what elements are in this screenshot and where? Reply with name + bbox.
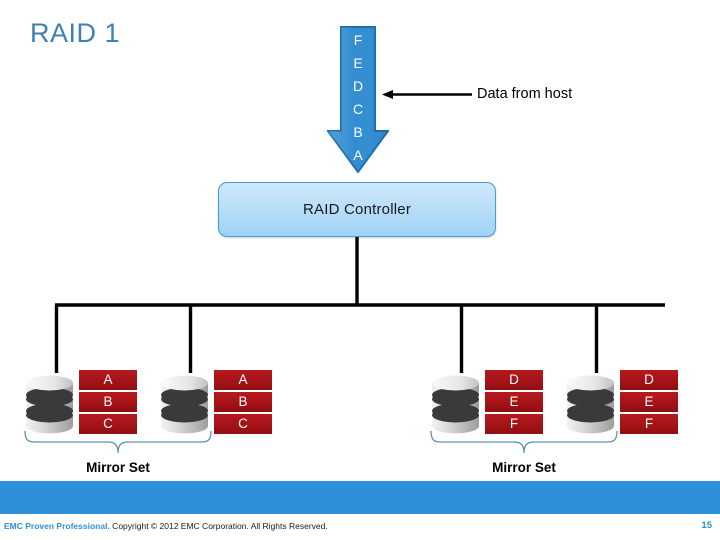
disk-cylinder-icon — [567, 375, 614, 434]
disk-1-blocks: A B C — [79, 370, 137, 434]
disk-3: D E F — [428, 370, 543, 440]
data-block: F — [485, 414, 543, 434]
mirror-set-right-brace-icon — [430, 430, 618, 454]
data-stream-arrow: F E D C B A — [327, 26, 389, 173]
data-block: A — [214, 370, 272, 390]
data-block: C — [214, 414, 272, 434]
page-title: RAID 1 — [30, 18, 121, 48]
data-block: F — [620, 414, 678, 434]
data-block: B — [79, 392, 137, 412]
raid-controller-box: RAID Controller — [218, 182, 496, 237]
disk-4-blocks: D E F — [620, 370, 678, 434]
page-number: 15 — [701, 520, 712, 531]
disk-3-blocks: D E F — [485, 370, 543, 434]
data-block: A — [79, 370, 137, 390]
disk-cylinder-icon — [161, 375, 208, 434]
callout-arrow-icon — [382, 90, 472, 99]
disk-cylinder-icon — [26, 375, 73, 434]
data-block: D — [485, 370, 543, 390]
disk-2: A B C — [157, 370, 272, 440]
data-block: B — [214, 392, 272, 412]
disk-1: A B C — [22, 370, 137, 440]
down-arrow-icon — [327, 26, 389, 173]
connector-tree — [54, 237, 665, 373]
data-block: C — [79, 414, 137, 434]
data-block: E — [620, 392, 678, 412]
footer-band — [0, 481, 720, 514]
mirror-set-left-label: Mirror Set — [86, 460, 150, 475]
mirror-set-left-brace-icon — [24, 430, 212, 454]
footer-copyright-text: Copyright © 2012 EMC Corporation. All Ri… — [109, 521, 328, 531]
data-block: E — [485, 392, 543, 412]
data-block: D — [620, 370, 678, 390]
disk-cylinder-icon — [432, 375, 479, 434]
disk-4: D E F — [563, 370, 678, 440]
raid-controller-label: RAID Controller — [302, 201, 412, 218]
mirror-set-right-label: Mirror Set — [492, 460, 556, 475]
disk-2-blocks: A B C — [214, 370, 272, 434]
callout-label: Data from host — [477, 86, 573, 102]
footer-copyright: EMC Proven Professional. Copyright © 201… — [4, 521, 328, 531]
footer-brand: EMC Proven Professional. — [4, 521, 110, 531]
